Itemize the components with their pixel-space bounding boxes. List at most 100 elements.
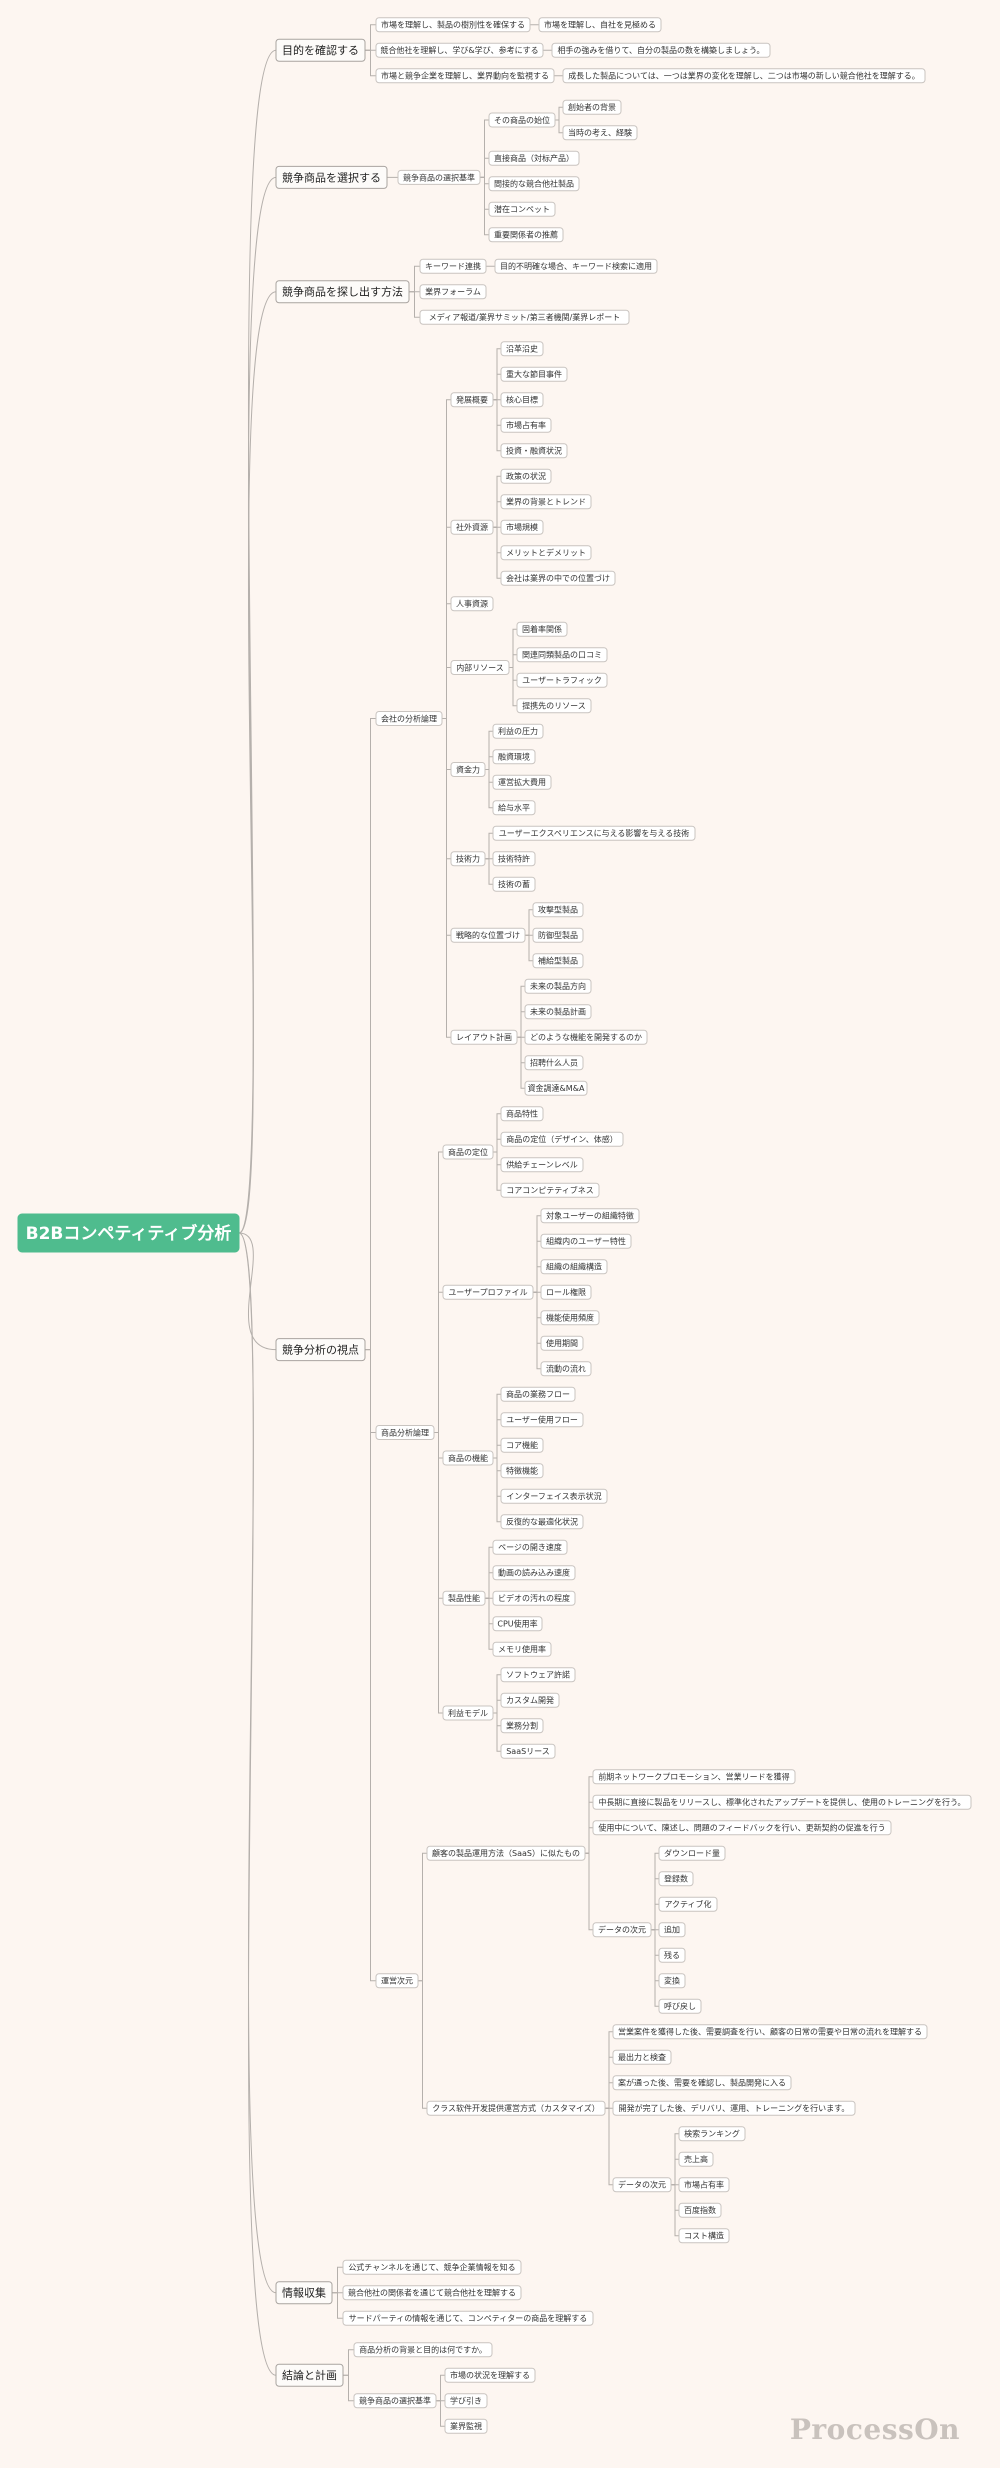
subtopic[interactable]: 成長した製品については、一つは業界の変化を理解し、二つは市場の新しい競合他社を理… bbox=[562, 68, 926, 84]
subtopic[interactable]: 技術特許 bbox=[492, 851, 536, 867]
subtopic[interactable]: 市場と競争企業を理解し、業界動向を監視する bbox=[375, 68, 555, 84]
subtopic[interactable]: 営業案件を獲得した後、需要調査を行い、顧客の日常の需要や日常の流れを理解する bbox=[612, 2024, 928, 2040]
subtopic[interactable]: 戦略的な位置づけ bbox=[450, 927, 526, 943]
subtopic[interactable]: 開発が完了した後、デリバリ、運用、トレーニングを行います。 bbox=[612, 2100, 856, 2116]
subtopic[interactable]: 業務分割 bbox=[500, 1718, 544, 1734]
subtopic[interactable]: 公式チャンネルを通じて、競争企業情報を知る bbox=[342, 2259, 522, 2275]
subtopic[interactable]: 呼び戻し bbox=[658, 1998, 702, 2014]
subtopic[interactable]: 業界フォーラム bbox=[419, 284, 487, 300]
subtopic[interactable]: 会社の分析論理 bbox=[375, 711, 443, 726]
subtopic[interactable]: 組織の組織構造 bbox=[540, 1259, 608, 1275]
subtopic[interactable]: 提携先のリソース bbox=[516, 698, 592, 714]
subtopic[interactable]: 運営拡大費用 bbox=[492, 774, 552, 790]
subtopic[interactable]: 流動の流れ bbox=[540, 1361, 592, 1377]
subtopic[interactable]: 検索ランキング bbox=[678, 2126, 746, 2142]
subtopic[interactable]: コアコンピテティブネス bbox=[500, 1182, 600, 1198]
subtopic[interactable]: 技術力 bbox=[450, 851, 486, 867]
main-topic[interactable]: 情報収集 bbox=[275, 2281, 333, 2305]
root-topic[interactable]: B2Bコンペティティブ分析 bbox=[17, 1213, 240, 1253]
subtopic[interactable]: ユーザーエクスペリエンスに与える影響を与える技術 bbox=[492, 825, 696, 841]
subtopic[interactable]: 競争商品の選択基準 bbox=[397, 169, 481, 185]
subtopic[interactable]: メリットとデメリット bbox=[500, 545, 592, 561]
subtopic[interactable]: 資金調達&M&A bbox=[524, 1080, 588, 1096]
subtopic[interactable]: 融資環境 bbox=[492, 749, 536, 765]
subtopic[interactable]: 登録数 bbox=[658, 1871, 694, 1887]
subtopic[interactable]: カスタム開発 bbox=[500, 1692, 560, 1708]
subtopic[interactable]: インターフェイス表示状況 bbox=[500, 1488, 608, 1504]
subtopic[interactable]: ダウンロード量 bbox=[658, 1845, 726, 1861]
subtopic[interactable]: 使用期間 bbox=[540, 1335, 584, 1351]
subtopic[interactable]: ユーザープロファイル bbox=[442, 1284, 534, 1300]
subtopic[interactable]: 競合他社の関係者を通じて競合他社を理解する bbox=[342, 2285, 522, 2301]
subtopic[interactable]: 未来の製品方向 bbox=[524, 978, 592, 994]
subtopic[interactable]: 商品の定位 bbox=[442, 1144, 494, 1160]
subtopic[interactable]: ロール権限 bbox=[540, 1284, 592, 1300]
subtopic[interactable]: ページの開き速度 bbox=[492, 1539, 568, 1555]
subtopic[interactable]: 会社は業界の中での位置づけ bbox=[500, 570, 616, 586]
subtopic[interactable]: ユーザー使用フロー bbox=[500, 1412, 584, 1428]
subtopic[interactable]: 沿革沿史 bbox=[500, 341, 544, 357]
subtopic[interactable]: メディア報道/業界サミット/第三者機関/業界レポート bbox=[419, 309, 630, 325]
subtopic[interactable]: 防御型製品 bbox=[532, 927, 584, 943]
subtopic[interactable]: 案が通った後、需要を確認し、製品開発に入る bbox=[612, 2075, 792, 2091]
subtopic[interactable]: 残る bbox=[658, 1947, 686, 1963]
subtopic[interactable]: データの次元 bbox=[612, 2177, 672, 2193]
subtopic[interactable]: レイアウト計画 bbox=[450, 1029, 518, 1045]
subtopic[interactable]: 招聘什么人员 bbox=[524, 1055, 584, 1071]
main-topic[interactable]: 競争商品を選択する bbox=[275, 165, 388, 189]
subtopic[interactable]: 創始者の背景 bbox=[562, 99, 622, 115]
subtopic[interactable]: 市場を理解し、自社を見極める bbox=[538, 17, 662, 33]
subtopic[interactable]: 相手の強みを借りて、自分の製品の数を構築しましょう。 bbox=[551, 42, 771, 58]
subtopic[interactable]: 学び引き bbox=[444, 2393, 488, 2409]
subtopic[interactable]: 給与水平 bbox=[492, 800, 536, 816]
subtopic[interactable]: 社外資源 bbox=[450, 519, 494, 535]
subtopic[interactable]: 投資・融資状況 bbox=[500, 443, 568, 459]
subtopic[interactable]: 商品分析の背景と目的は何ですか。 bbox=[353, 2342, 493, 2358]
subtopic[interactable]: 反復的な最適化状況 bbox=[500, 1514, 584, 1530]
subtopic[interactable]: 重要関係者の推薦 bbox=[488, 227, 564, 243]
subtopic[interactable]: 顧客の製品運用方法（SaaS）に似たもの bbox=[426, 1845, 586, 1861]
subtopic[interactable]: 使用中について、陳述し、問題のフィードバックを行い、更新契約の促進を行う bbox=[592, 1820, 892, 1836]
subtopic[interactable]: 市場占有率 bbox=[678, 2177, 730, 2193]
subtopic[interactable]: 技術の蓄 bbox=[492, 876, 536, 892]
subtopic[interactable]: 重大な節目事件 bbox=[500, 366, 568, 382]
subtopic[interactable]: 中長期に直接に製品をリリースし、標準化されたアップデートを提供し、使用のトレーニ… bbox=[592, 1794, 972, 1810]
subtopic[interactable]: 補給型製品 bbox=[532, 953, 584, 969]
subtopic[interactable]: CPU使用率 bbox=[492, 1616, 543, 1632]
subtopic[interactable]: 市場の状況を理解する bbox=[444, 2367, 536, 2383]
subtopic[interactable]: 発展概要 bbox=[450, 392, 494, 408]
subtopic[interactable]: 攻撃型製品 bbox=[532, 902, 584, 918]
main-topic[interactable]: 競争商品を探し出す方法 bbox=[275, 280, 410, 304]
main-topic[interactable]: 目的を確認する bbox=[275, 38, 366, 62]
subtopic[interactable]: 市場を理解し、製品の樹別性を確保する bbox=[375, 17, 531, 33]
subtopic[interactable]: データの次元 bbox=[592, 1922, 652, 1938]
main-topic[interactable]: 結論と計画 bbox=[275, 2363, 344, 2387]
subtopic[interactable]: SaaSリース bbox=[500, 1743, 556, 1759]
subtopic[interactable]: クラス软件开发提供運営方式（カスタマイズ） bbox=[426, 2100, 606, 2116]
subtopic[interactable]: 関連同類製品の口コミ bbox=[516, 647, 608, 663]
subtopic[interactable]: その商品の始位 bbox=[488, 112, 556, 128]
subtopic[interactable]: どのような機能を開発するのか bbox=[524, 1029, 648, 1045]
subtopic[interactable]: 目的不明確な場合、キーワード検索に適用 bbox=[494, 258, 658, 274]
subtopic[interactable]: 競合他社を理解し、学び&学び、参考にする bbox=[375, 42, 544, 58]
subtopic[interactable]: 間接的な競合他社製品 bbox=[488, 176, 580, 192]
subtopic[interactable]: 未来の製品計画 bbox=[524, 1004, 592, 1020]
subtopic[interactable]: 動画の読み込み速度 bbox=[492, 1565, 576, 1581]
subtopic[interactable]: 追加 bbox=[658, 1922, 686, 1938]
subtopic[interactable]: 業界の背景とトレンド bbox=[500, 494, 592, 510]
subtopic[interactable]: 商品の機能 bbox=[442, 1450, 494, 1466]
subtopic[interactable]: 運営次元 bbox=[375, 1973, 419, 1989]
subtopic[interactable]: 潜在コンペット bbox=[488, 201, 556, 217]
subtopic[interactable]: 利益の圧力 bbox=[492, 723, 544, 739]
subtopic[interactable]: 百度指数 bbox=[678, 2202, 722, 2218]
subtopic[interactable]: 政策の状況 bbox=[500, 468, 552, 484]
subtopic[interactable]: 商品の業務フロー bbox=[500, 1386, 576, 1402]
subtopic[interactable]: 利益モデル bbox=[442, 1705, 494, 1721]
subtopic[interactable]: コスト構造 bbox=[678, 2228, 730, 2244]
subtopic[interactable]: 商品の定位（デザイン、体感） bbox=[500, 1131, 624, 1147]
subtopic[interactable]: 対象ユーザーの組織特徴 bbox=[540, 1208, 640, 1224]
subtopic[interactable]: 競争商品の選択基準 bbox=[353, 2393, 437, 2409]
subtopic[interactable]: 機能使用頻度 bbox=[540, 1310, 600, 1326]
subtopic[interactable]: 売上高 bbox=[678, 2151, 714, 2167]
main-topic[interactable]: 競争分析の視点 bbox=[275, 1338, 366, 1362]
